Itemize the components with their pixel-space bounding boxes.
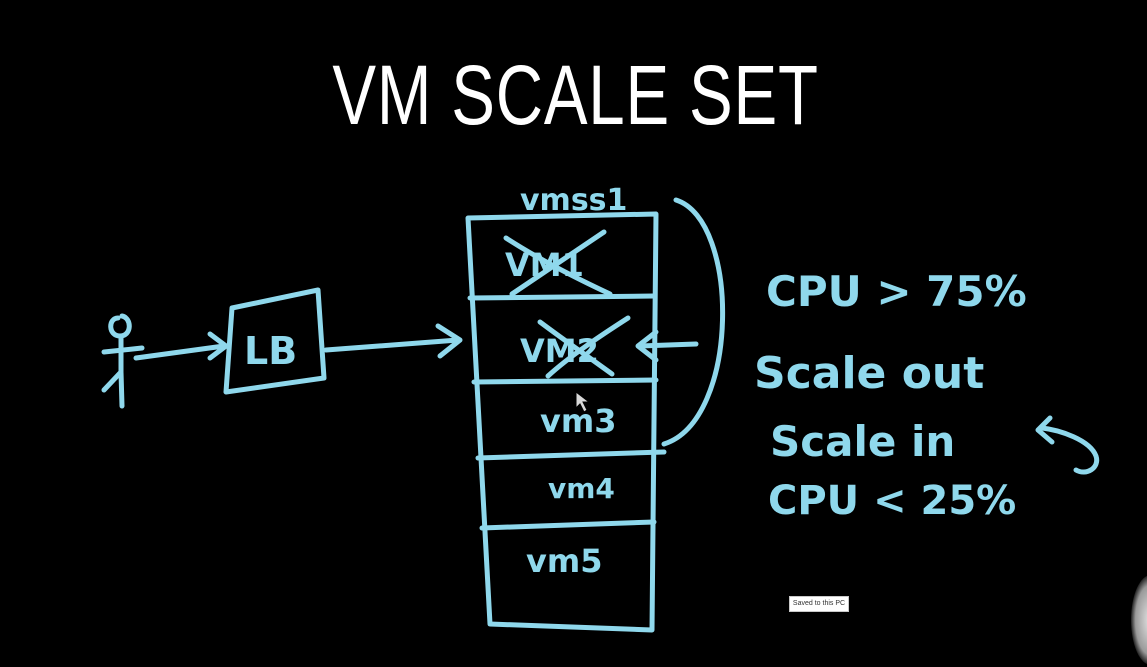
load-balancer: LB [223, 287, 327, 395]
cross-out-mark [503, 235, 613, 297]
vm-label-5: vm5 [526, 542, 602, 580]
mouse-cursor-icon [575, 390, 591, 413]
scale-set-name: vmss1 [520, 183, 627, 218]
load-balancer-label: LB [244, 329, 297, 373]
cross-out-mark [537, 319, 615, 377]
arrow-user-to-lb [133, 331, 229, 361]
scale-out-label: Scale out [754, 348, 984, 399]
scale-out-bracket [661, 197, 726, 447]
user-icon [101, 313, 145, 409]
scale-out-condition: CPU > 75% [766, 267, 1027, 316]
scale-in-label: Scale in [770, 417, 955, 466]
vm-instance-1: VM1 [503, 229, 613, 297]
arrow-scale-in [635, 329, 699, 363]
vm-label-4: vm4 [548, 472, 615, 505]
saved-toast: Saved to this PC [789, 596, 849, 612]
vm-instance-2: VM2 [520, 315, 631, 379]
edge-reflection [1131, 575, 1147, 665]
scale-in-condition: CPU < 25% [768, 478, 1016, 524]
arrow-lb-to-scale-set [323, 323, 463, 359]
scale-set-box [465, 211, 667, 633]
slide-title: VM SCALE SET [332, 48, 819, 142]
return-arrow-icon [1035, 415, 1100, 475]
vm-label-3: vm3 [540, 402, 616, 440]
